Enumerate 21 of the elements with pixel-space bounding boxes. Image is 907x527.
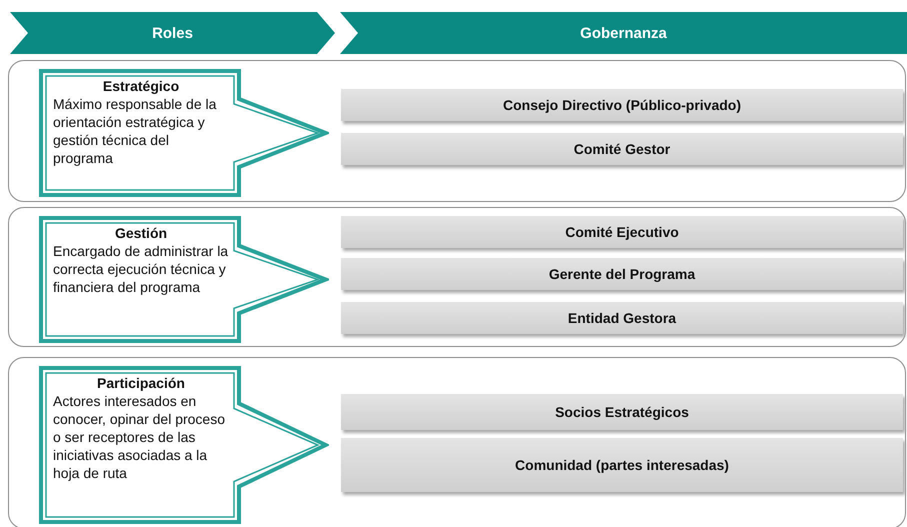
role-description: Máximo responsable de la orientación estratégica y gestión técnica del programa <box>53 95 218 167</box>
governance-bar: Comunidad (partes interesadas) <box>341 438 903 492</box>
governance-bar: Entidad Gestora <box>341 302 903 334</box>
governance-bar: Comité Gestor <box>341 133 903 165</box>
chevron-header: Gobernanza <box>340 12 907 54</box>
governance-bar: Socios Estratégicos <box>341 394 903 430</box>
role-title: Participación <box>96 374 186 392</box>
role-title: Estratégico <box>102 77 180 95</box>
governance-bar: Consejo Directivo (Público-privado) <box>341 89 903 121</box>
role-description: Actores interesados en conocer, opinar del proceso o ser receptores de las iniciativas asociadas a la hoja de ruta <box>53 392 226 482</box>
row-panel <box>8 357 906 527</box>
governance-bar: Comité Ejecutivo <box>341 216 903 248</box>
chevron-header: Roles <box>10 12 335 54</box>
row-panel <box>8 60 906 202</box>
role-title: Gestión <box>114 224 168 242</box>
role-arrow <box>39 366 329 524</box>
row-panel <box>8 207 906 347</box>
role-description: Encargado de administrar la correcta ejecución técnica y financiera del programa <box>53 242 229 296</box>
role-arrow <box>39 216 329 343</box>
governance-bar: Gerente del Programa <box>341 258 903 290</box>
role-arrow <box>39 69 329 197</box>
